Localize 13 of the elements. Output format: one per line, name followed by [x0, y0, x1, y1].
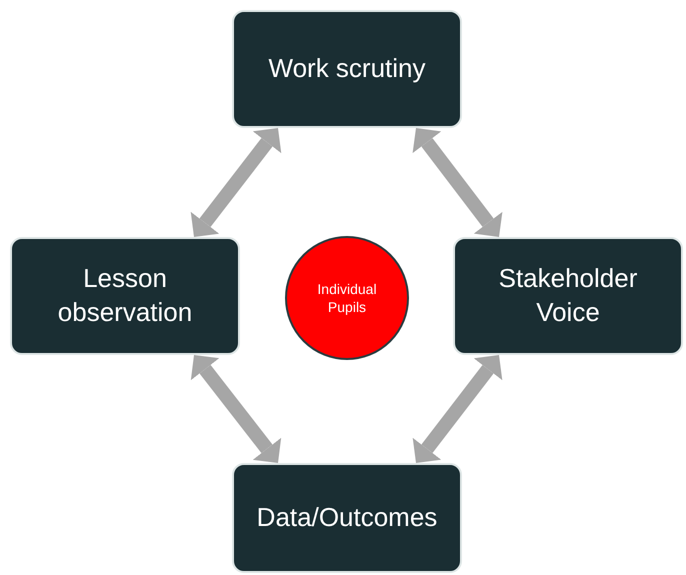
process-box: [232, 10, 462, 128]
process-box: [232, 463, 462, 573]
node-label: Work scrutiny: [268, 52, 426, 86]
process-box: [10, 237, 240, 355]
double-arrow: [412, 128, 502, 237]
node-label: Lesson observation: [56, 262, 194, 329]
process-box: [453, 237, 683, 355]
node-label: Individual Pupils: [316, 280, 378, 316]
double-arrow: [190, 128, 282, 237]
node-label: Stakeholder Voice: [498, 262, 638, 329]
node-label: Data/Outcomes: [256, 501, 438, 534]
double-arrow: [412, 355, 502, 463]
double-arrow: [190, 355, 282, 463]
